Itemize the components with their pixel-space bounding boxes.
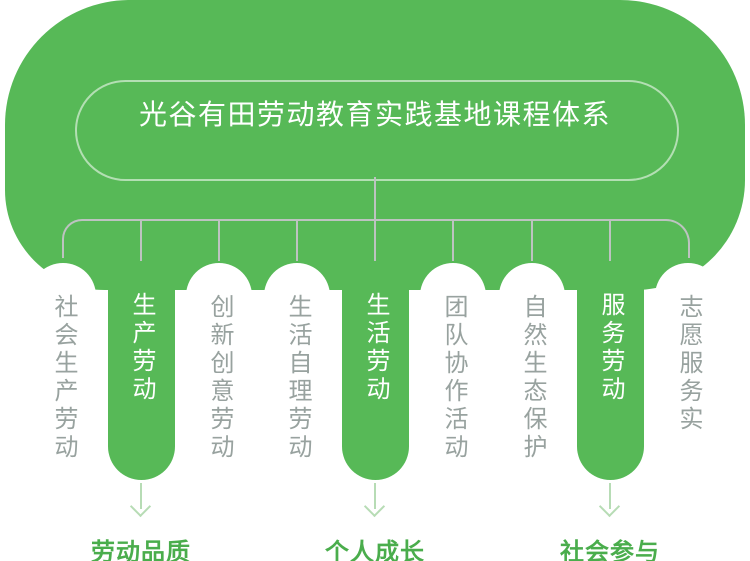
branch-label-service: 服务劳动 bbox=[597, 292, 624, 404]
branch-label-volunteer: 志愿服务实 bbox=[675, 294, 702, 434]
connector-horizontal bbox=[83, 219, 663, 221]
connector-tick bbox=[452, 219, 454, 261]
scallop-notch bbox=[30, 263, 96, 329]
branch-label-teamwork: 团队协作活动 bbox=[440, 294, 467, 462]
connector-tick bbox=[296, 219, 298, 261]
title-capsule-outline bbox=[75, 80, 679, 181]
down-arrow-icon bbox=[598, 495, 621, 518]
scallop-notch bbox=[655, 263, 721, 329]
connector-trunk bbox=[374, 177, 376, 221]
scallop-notch bbox=[264, 263, 330, 329]
branch-label-self-care: 生活自理劳动 bbox=[284, 294, 311, 462]
connector-tick bbox=[531, 219, 533, 261]
outcome-label-growth: 个人成长 bbox=[325, 539, 425, 561]
branch-label-life: 生活劳动 bbox=[362, 292, 389, 404]
branch-label-ecology: 自然生态保护 bbox=[519, 294, 546, 462]
page-title: 光谷有田劳动教育实践基地课程体系 bbox=[138, 99, 611, 130]
connector-tick bbox=[140, 219, 142, 261]
scallop-notch bbox=[420, 263, 486, 329]
branch-label-social-production: 社会生产劳动 bbox=[50, 294, 77, 462]
branch-label-production: 生产劳动 bbox=[128, 292, 155, 404]
outcome-label-participation: 社会参与 bbox=[560, 539, 660, 561]
connector-tick bbox=[218, 219, 220, 261]
scallop-notch bbox=[186, 263, 252, 329]
down-arrow-icon bbox=[374, 483, 376, 509]
down-arrow-icon bbox=[363, 495, 386, 518]
connector-tick bbox=[609, 219, 611, 261]
scallop-notch bbox=[499, 263, 565, 329]
down-arrow-icon bbox=[129, 495, 152, 518]
outcome-label-quality: 劳动品质 bbox=[91, 539, 191, 561]
down-arrow-icon bbox=[140, 483, 142, 509]
branch-label-innovation: 创新创意劳动 bbox=[206, 294, 233, 462]
connector-elbow-left bbox=[62, 219, 84, 258]
down-arrow-icon bbox=[609, 483, 611, 509]
connector-tick bbox=[374, 219, 376, 261]
